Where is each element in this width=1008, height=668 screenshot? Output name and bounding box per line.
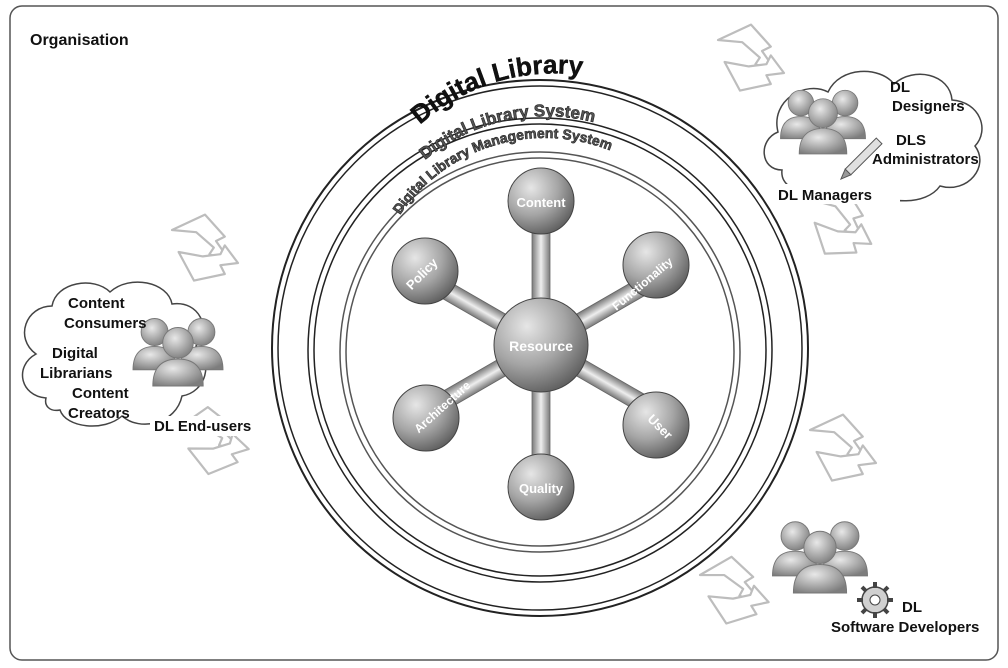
svg-text:Quality: Quality	[519, 481, 564, 496]
group-label-dl-end-users: DL End-users	[154, 418, 251, 435]
concept-policy: Policy	[391, 237, 459, 305]
svg-text:Designers: Designers	[892, 98, 965, 115]
svg-text:Librarians: Librarians	[40, 365, 113, 382]
svg-text:DL: DL	[890, 79, 910, 96]
actor-cloud-dl-managers: DL Designers DLS Administrators DL Manag…	[763, 70, 983, 204]
gear-icon	[857, 582, 893, 618]
concept-content: Content	[507, 167, 575, 235]
svg-text:Administrators: Administrators	[872, 151, 979, 168]
organisation-label: Organisation	[30, 32, 129, 49]
svg-text:Content: Content	[68, 295, 125, 312]
svg-text:Creators: Creators	[68, 405, 130, 422]
svg-text:Consumers: Consumers	[64, 315, 147, 332]
group-label-dl-managers: DL Managers	[778, 187, 872, 204]
concept-user: User	[622, 391, 690, 459]
svg-text:Content: Content	[516, 195, 566, 210]
svg-text:DLS: DLS	[896, 132, 926, 149]
concept-resource: Resource	[493, 297, 589, 393]
concept-quality: Quality	[507, 453, 575, 521]
svg-text:DL: DL	[902, 599, 922, 616]
svg-text:Resource: Resource	[509, 338, 573, 354]
svg-text:Digital: Digital	[52, 345, 98, 362]
svg-text:Software Developers: Software Developers	[831, 619, 979, 636]
svg-text:Content: Content	[72, 385, 129, 402]
pencil-icon	[839, 137, 883, 181]
actor-cloud-dl-end-users: Content Consumers Digital Librarians Con…	[21, 281, 264, 436]
actor-group-dl-software-developers: DL Software Developers	[772, 521, 979, 636]
